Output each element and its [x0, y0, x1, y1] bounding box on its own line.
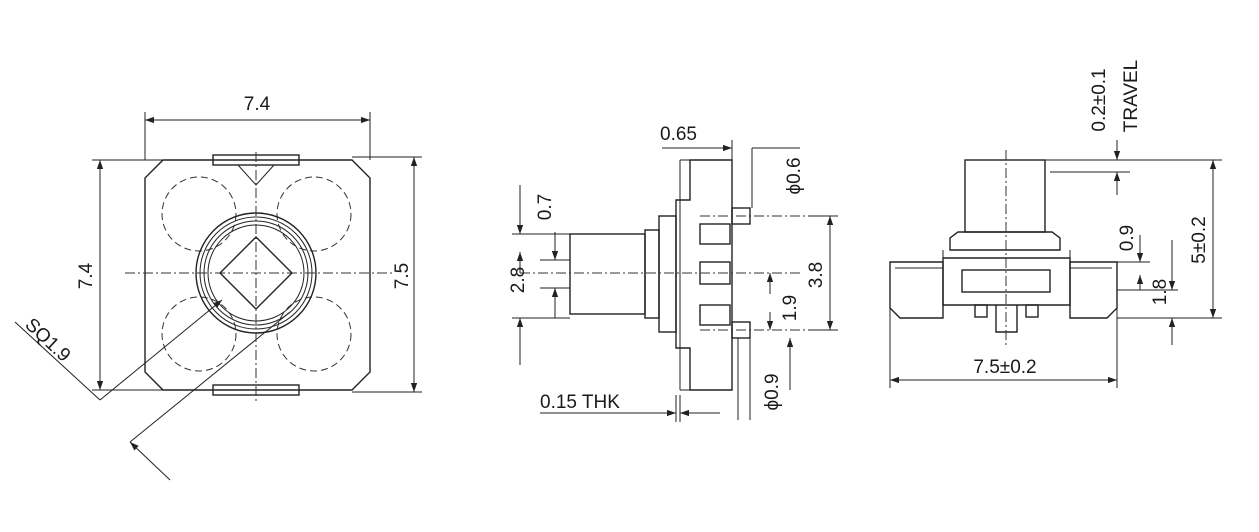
side-collar	[644, 229, 660, 319]
dim-shaft-height-label: 2.8	[508, 267, 529, 293]
front-flange-left	[889, 261, 944, 319]
dim-offset-label: 0.7	[535, 194, 556, 220]
front-flange-right	[1069, 261, 1118, 319]
dim-thickness-label: 0.15 THK	[540, 392, 620, 413]
shaft-size-label: SQ1.9	[21, 314, 75, 366]
dashed-circle-bl	[161, 296, 237, 372]
side-hub	[658, 215, 677, 333]
front-terminal-left	[974, 304, 988, 318]
side-shaft	[569, 233, 646, 315]
front-actuator	[964, 159, 1046, 233]
front-collar	[949, 231, 1061, 251]
dashed-circle-tr	[276, 176, 352, 252]
dim-hole-dia-label: ϕ0.9	[762, 373, 783, 410]
dim-overall-height-label: 7.5	[392, 263, 413, 289]
front-view: 0.2±0.1 TRAVEL 5±0.2 0.9 1.8 7.5±0.2	[889, 60, 1222, 388]
dim-height-label: 7.4	[76, 262, 97, 289]
dim-plate-label: 0.65	[660, 124, 697, 145]
dashed-circle-br	[276, 296, 352, 372]
dim-pitch-label: 3.8	[806, 262, 827, 288]
front-window	[961, 269, 1051, 293]
dim-pin-dia-label: ϕ0.6	[784, 157, 805, 194]
side-view: 0.65 ϕ0.6 0.7 2.8 3.8 1.9 ϕ0.9	[508, 124, 838, 422]
dim-width-label: 7.5±0.2	[973, 357, 1036, 378]
dim-pin-pitch-label: 1.9	[780, 295, 801, 321]
front-terminal-right	[1025, 304, 1039, 318]
dashed-circle-tl	[161, 176, 237, 252]
side-body	[675, 159, 733, 391]
dim-base-label: 1.8	[1150, 279, 1171, 305]
top-body-outline	[144, 159, 371, 391]
dim-width-label: 7.4	[244, 94, 271, 115]
terminal-lower	[699, 304, 731, 326]
terminal-upper	[699, 223, 731, 245]
dim-overall-height-label: 5±0.2	[1189, 216, 1210, 263]
top-view: 7.4 7.4 7.5 SQ1.9	[14, 94, 422, 481]
dim-travel-word: TRAVEL	[1121, 60, 1142, 133]
dim-travel-label: 0.2±0.1	[1089, 68, 1110, 131]
dim-step-label: 0.9	[1117, 225, 1138, 251]
